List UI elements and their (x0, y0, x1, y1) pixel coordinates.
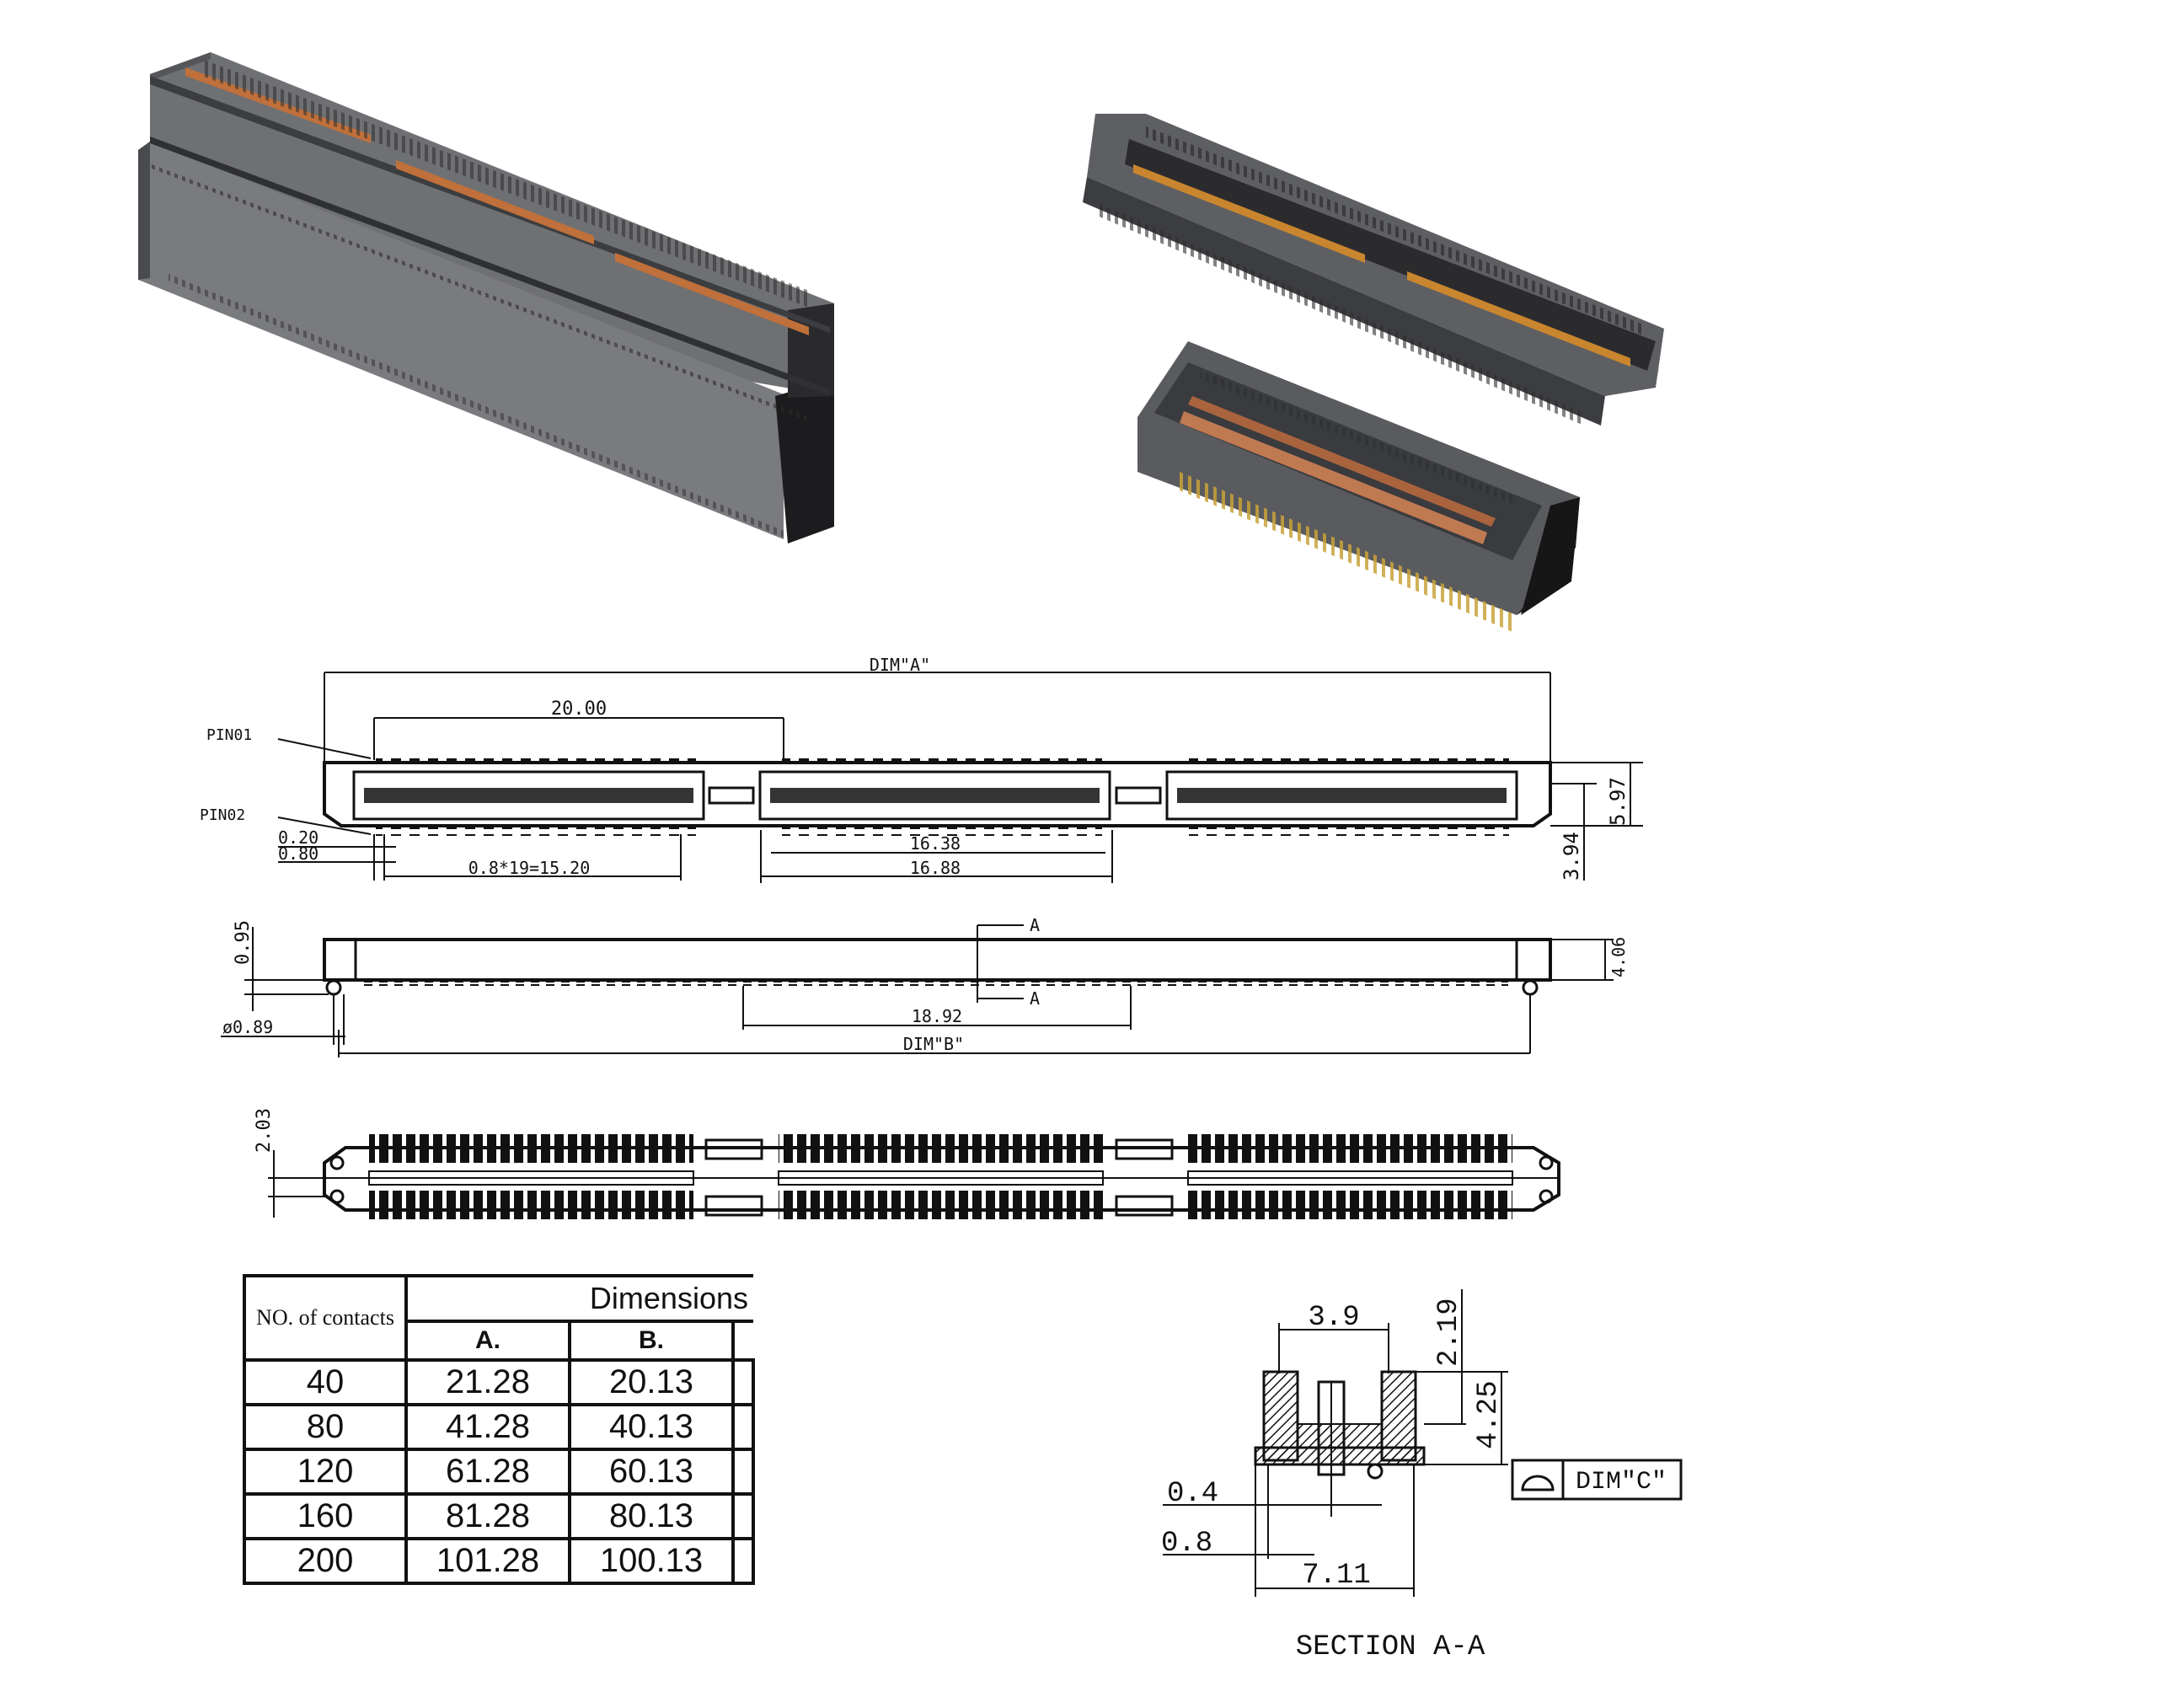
contacts-header-text: NO. of contacts (256, 1304, 394, 1330)
section-mark-top: A (1030, 915, 1040, 935)
contacts-header: NO. of contacts (243, 1274, 408, 1362)
table-row: 200 101.28 100.13 (243, 1537, 755, 1585)
dim-3-9-label: 3.9 (1308, 1302, 1359, 1334)
table-row: 160 81.28 80.13 (243, 1492, 755, 1540)
dim-2-19-label: 2.19 (1433, 1298, 1465, 1367)
section-mark-bottom: A (1030, 988, 1040, 1009)
dim-a-cell: 101.28 (404, 1537, 571, 1585)
dim-0-89-label: ø0.89 (222, 1017, 273, 1037)
dim-16-38-label: 16.38 (910, 833, 961, 854)
dim-c-label: DIM"C" (1576, 1468, 1667, 1497)
col-b-header: B. (568, 1320, 735, 1362)
dim-b-cell: 100.13 (568, 1537, 735, 1585)
table-edge (733, 1537, 755, 1585)
dim-18-92-label: 18.92 (912, 1006, 962, 1026)
dim-5-97-label: 5.97 (1606, 777, 1630, 826)
connector-render-stacked (138, 52, 834, 543)
table-edge (733, 1403, 755, 1451)
dimensions-header: Dimensions (404, 1274, 753, 1323)
section-title: SECTION A-A (1296, 1631, 1485, 1663)
table-edge (733, 1448, 755, 1496)
contacts-cell: 200 (243, 1537, 408, 1585)
dim-a-cell: 61.28 (404, 1448, 571, 1496)
contacts-cell: 80 (243, 1403, 408, 1451)
dim-2-03-label: 2.03 (254, 1108, 275, 1153)
dim-0-4-label: 0.4 (1167, 1478, 1218, 1510)
dim-4-06-label: 4.06 (1608, 937, 1629, 977)
pin01-label: PIN01 (206, 726, 252, 744)
dim-0-80-label: 0.80 (278, 843, 318, 864)
dim-b-cell: 20.13 (568, 1358, 735, 1406)
bottom-view-drawing (268, 1134, 1560, 1219)
table-row: 40 21.28 20.13 (243, 1358, 755, 1406)
dim-20-label: 20.00 (551, 699, 607, 720)
side-view-labels: 0.95 ø0.89 A A 18.92 DIM"B" 4.06 (222, 915, 1629, 1054)
dim-0-8-label: 0.8 (1161, 1528, 1212, 1560)
dim-pitch-label: 0.8*19=15.20 (468, 858, 591, 878)
pin02-label: PIN02 (200, 806, 245, 824)
section-view-labels: 3.9 2.19 4.25 0.4 0.8 7.11 DIM"C" SECTIO… (1161, 1298, 1667, 1663)
table-edge (733, 1492, 755, 1540)
dim-0-95-label: 0.95 (233, 920, 254, 965)
section-view-drawing (1163, 1289, 1683, 1597)
dim-3-94-label: 3.94 (1560, 832, 1583, 881)
top-view-labels: DIM"A" 20.00 PIN01 PIN02 0.20 0.80 0.8*1… (200, 655, 1630, 881)
dim-b-cell: 40.13 (568, 1403, 735, 1451)
dim-a-cell: 81.28 (404, 1492, 571, 1540)
table-edge (731, 1320, 753, 1362)
side-view-drawing (221, 924, 1614, 1057)
dim-a-cell: 41.28 (404, 1403, 571, 1451)
table-edge (733, 1358, 755, 1406)
contacts-cell: 120 (243, 1448, 408, 1496)
contacts-cell: 160 (243, 1492, 408, 1540)
dim-b-cell: 80.13 (568, 1492, 735, 1540)
dim-a-label: DIM"A" (870, 655, 930, 675)
dimensions-table: NO. of contacts Dimensions A. B. 40 21.2… (243, 1274, 755, 1585)
bottom-view-labels: 2.03 (254, 1108, 275, 1153)
dim-b-label: DIM"B" (903, 1034, 964, 1054)
connector-render-upper (1083, 114, 1664, 426)
connector-render-lower (1137, 341, 1580, 634)
dim-4-25-label: 4.25 (1473, 1380, 1505, 1449)
col-a-header: A. (404, 1320, 571, 1362)
contacts-cell: 40 (243, 1358, 408, 1406)
dim-7-11-label: 7.11 (1302, 1560, 1371, 1592)
table-row: 80 41.28 40.13 (243, 1403, 755, 1451)
dim-a-cell: 21.28 (404, 1358, 571, 1406)
top-view-drawing (277, 672, 1643, 883)
dim-16-88-label: 16.88 (910, 858, 961, 878)
dim-b-cell: 60.13 (568, 1448, 735, 1496)
dim-0-20-label: 0.20 (278, 827, 318, 848)
table-row: 120 61.28 60.13 (243, 1448, 755, 1496)
